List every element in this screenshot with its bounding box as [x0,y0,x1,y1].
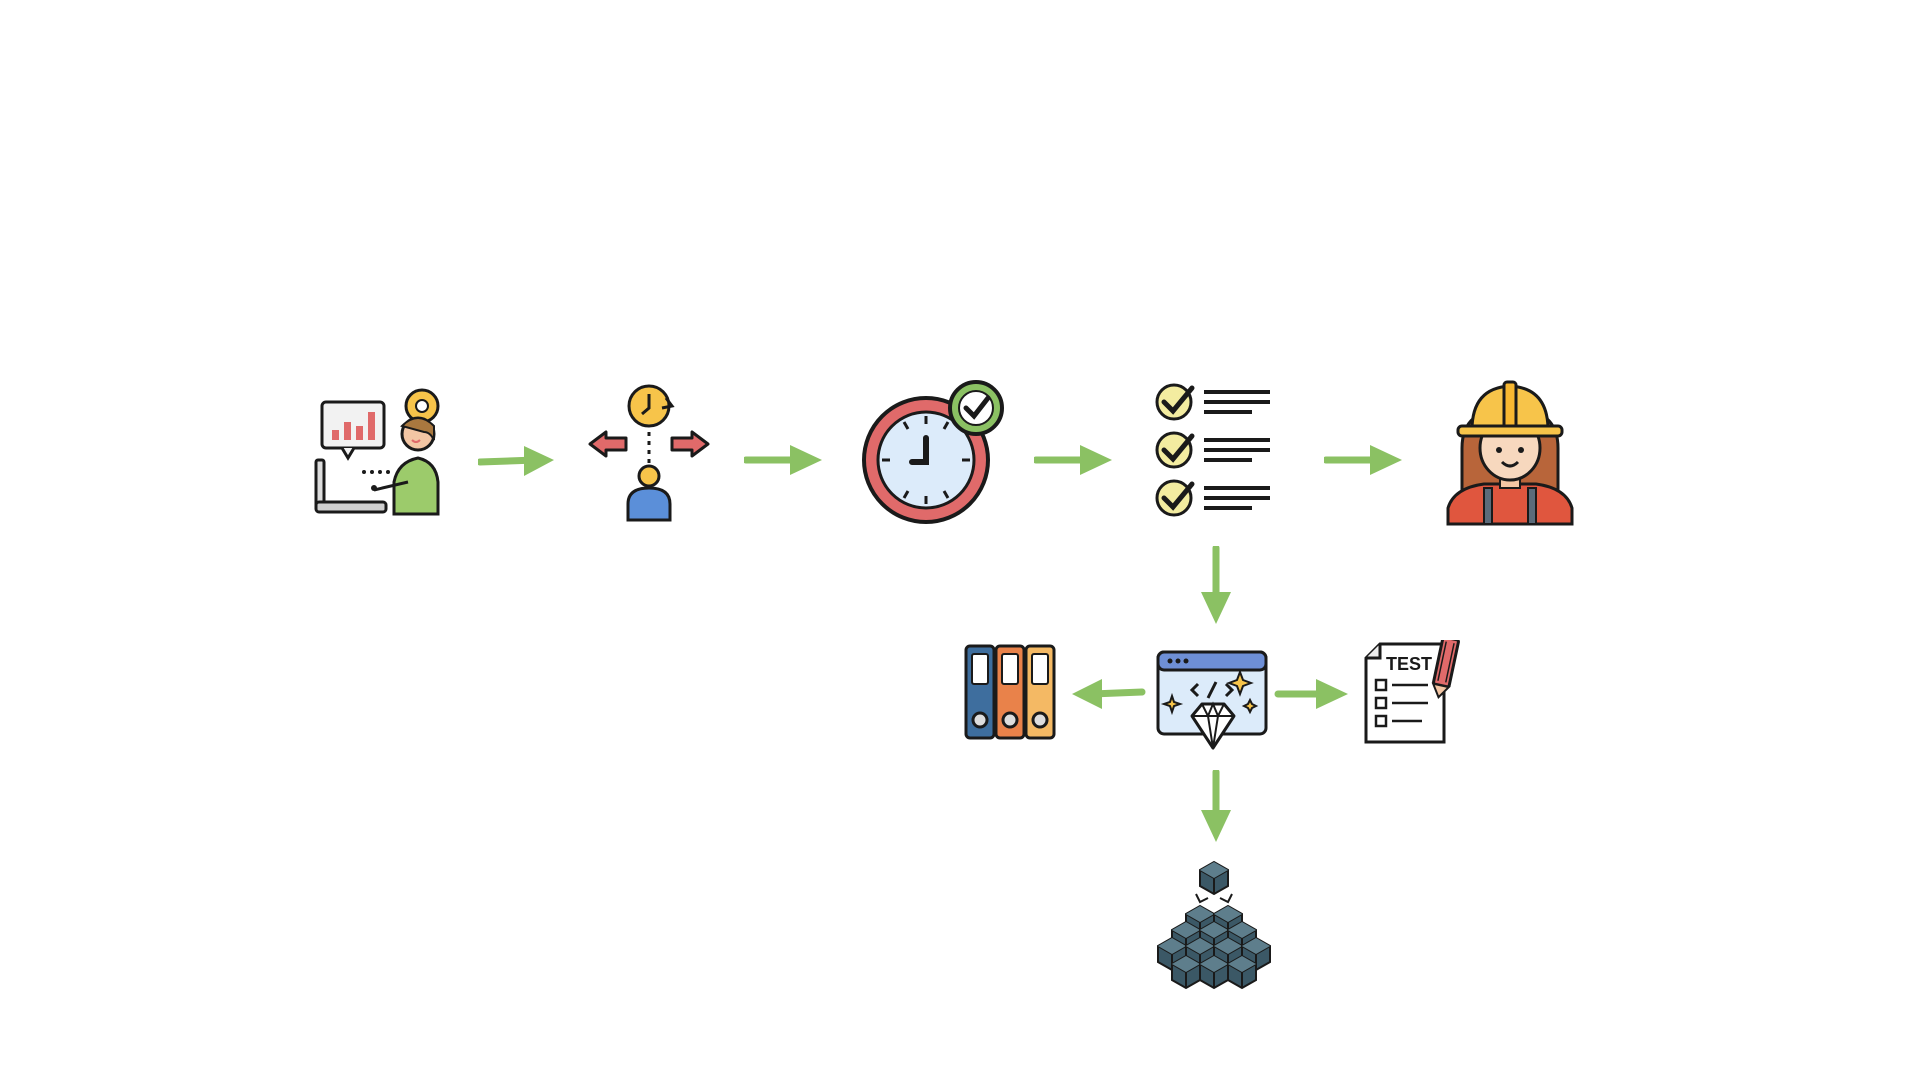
binders-icon [962,642,1058,742]
arrow-down-2 [1196,770,1236,846]
worker-helmet-icon [1444,378,1576,526]
clock-check-icon [860,378,1010,528]
arrow-right-4 [1324,440,1408,480]
arrow-right-3 [1034,440,1118,480]
test-label: TEST [1386,654,1432,674]
arrow-right-5 [1274,674,1350,714]
engineer-laptop-icon [312,382,454,524]
time-management-icon [584,380,714,526]
arrow-right-1 [478,440,562,480]
checklist-icon [1152,380,1282,522]
arrow-right-2 [744,440,828,480]
code-diamond-icon [1154,646,1272,754]
test-sheet-icon: TEST [1362,640,1462,746]
arrow-down-1 [1196,546,1236,630]
cubes-icon [1156,858,1272,992]
arrow-left-1 [1070,674,1146,714]
